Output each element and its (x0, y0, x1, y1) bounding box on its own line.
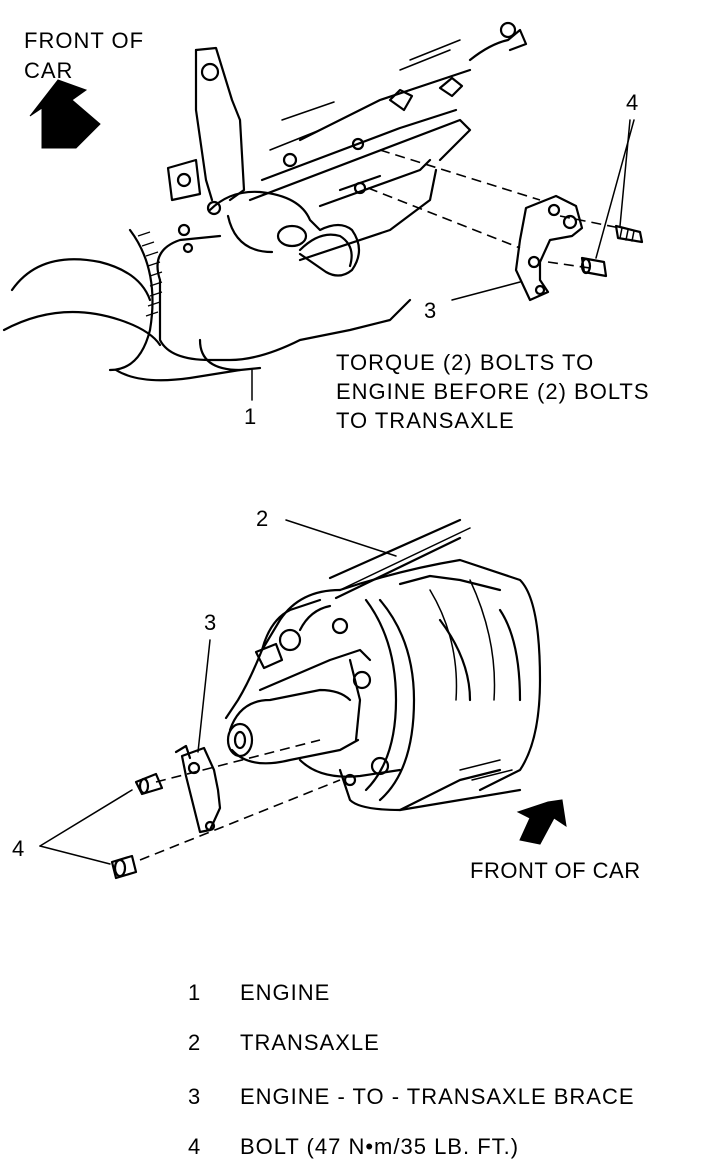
front-arrow-icon (29, 79, 101, 149)
legend-text: ENGINE (240, 980, 331, 1005)
legend-number: 4 (188, 1134, 202, 1159)
bottom-view (39, 518, 567, 880)
torque-note: TORQUE (2) BOLTS TO ENGINE BEFORE (2) BO… (336, 350, 650, 433)
front-of-car-label: FRONT OF CAR (24, 28, 145, 83)
top-view (2, 21, 644, 401)
legend-item: 2 TRANSAXLE (188, 1030, 380, 1056)
callout-3: 3 (424, 298, 437, 323)
bolt-icon (134, 772, 164, 796)
front-arrow-icon (516, 799, 567, 845)
legend-item: 4 BOLT (47 N•m/35 LB. FT.) (188, 1134, 519, 1160)
legend-item: 3 ENGINE - TO - TRANSAXLE BRACE (188, 1084, 635, 1110)
bolt-icon (580, 256, 608, 278)
legend-number: 1 (188, 980, 202, 1005)
legend-text: BOLT (47 N•m/35 LB. FT.) (240, 1134, 520, 1159)
bolt-icon (614, 224, 644, 244)
legend-number: 3 (188, 1084, 202, 1109)
legend-item: 1 ENGINE (188, 980, 330, 1006)
callout-3: 3 (204, 610, 217, 635)
callout-4: 4 (12, 836, 25, 861)
callout-2: 2 (256, 506, 269, 531)
callout-4: 4 (626, 90, 639, 115)
legend-text: ENGINE - TO - TRANSAXLE BRACE (240, 1084, 635, 1109)
legend-number: 2 (188, 1030, 202, 1055)
front-of-car-label: FRONT OF CAR (470, 858, 641, 883)
legend-text: TRANSAXLE (240, 1030, 380, 1055)
bolt-icon (110, 854, 138, 880)
callout-1: 1 (244, 404, 257, 429)
